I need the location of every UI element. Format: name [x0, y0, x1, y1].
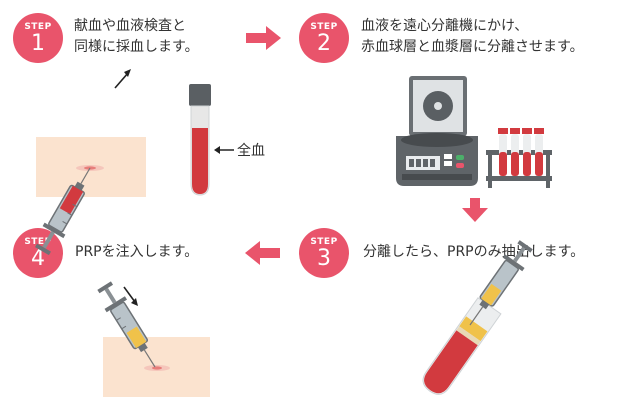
step-number: 4 — [31, 246, 45, 271]
step-label: STEP — [24, 237, 52, 247]
step-2-line2: 赤血球層と血漿層に分離させます。 — [361, 39, 584, 55]
test-tube — [498, 128, 508, 176]
step-label: STEP — [310, 237, 338, 247]
separated-tube-icon — [422, 297, 502, 395]
test-tube — [534, 128, 544, 176]
syringe-inject-icon — [97, 281, 156, 368]
label-pointer-arrow-icon — [214, 146, 234, 154]
push-arrow-icon — [123, 286, 138, 306]
step-1-badge: STEP 1 — [13, 13, 63, 63]
step-2-line1: 血液を遠心分離機にかけ、 — [361, 18, 529, 34]
step-number: 1 — [31, 31, 45, 56]
skin-patch-icon — [103, 337, 210, 397]
step-number: 2 — [317, 31, 331, 56]
skin-patch-icon — [36, 137, 146, 197]
pull-arrow-icon — [114, 69, 131, 89]
step-1-line1: 献血や血液検査と — [74, 18, 186, 34]
step-1-text: 献血や血液検査と 同様に採血します。 — [74, 16, 199, 58]
step-label: STEP — [310, 22, 338, 32]
arrow-right-icon — [246, 26, 281, 50]
arrow-left-icon — [245, 241, 280, 265]
test-tube — [510, 128, 520, 176]
step-number: 3 — [317, 246, 331, 271]
step-4-text: PRPを注入します。 — [75, 244, 199, 260]
arrow-down-icon — [462, 198, 488, 222]
centrifuge-icon — [396, 76, 478, 186]
step-1-line2: 同様に採血します。 — [74, 39, 199, 55]
step-2-badge: STEP 2 — [299, 13, 349, 63]
whole-blood-label: 全血 — [237, 143, 265, 159]
step-2-text: 血液を遠心分離機にかけ、 赤血球層と血漿層に分離させます。 — [361, 16, 584, 58]
syringe-draw-icon — [35, 167, 91, 256]
step-label: STEP — [24, 22, 52, 32]
step-3-badge: STEP 3 — [299, 228, 349, 278]
step-4-badge: STEP 4 — [13, 228, 63, 278]
test-tube — [522, 128, 532, 176]
syringe-extract-icon — [469, 240, 533, 326]
test-tube-rack-icon — [486, 128, 552, 188]
blood-tube-icon — [189, 84, 211, 196]
